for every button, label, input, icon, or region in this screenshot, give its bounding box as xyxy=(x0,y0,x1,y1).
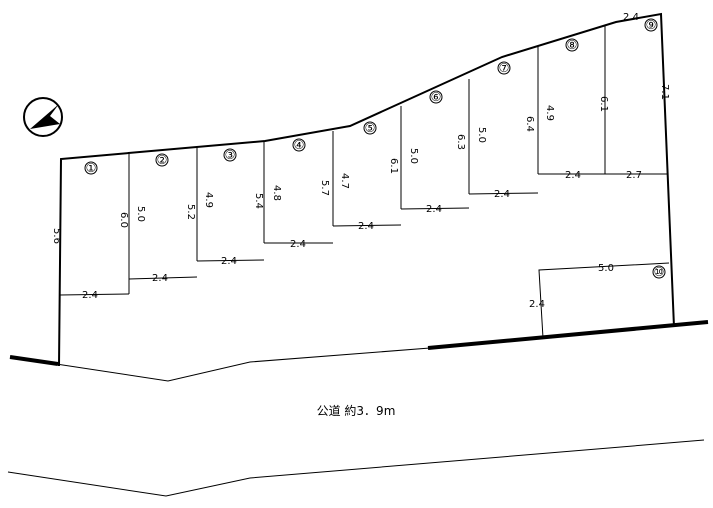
dim-height-8: 4.7 xyxy=(339,173,350,189)
lot-label-2: ② xyxy=(157,153,168,167)
dim-height-4: 4.9 xyxy=(203,192,214,208)
dim-height-13: 6.4 xyxy=(524,116,535,132)
road-label: 公道 約3．9m xyxy=(317,403,396,418)
lot-label-5: ⑤ xyxy=(365,121,376,135)
road-heavy-left xyxy=(9,355,59,366)
dim-width-2: 2.4 xyxy=(152,273,168,284)
lot-back-lines xyxy=(59,173,667,296)
road-heavy-right xyxy=(427,320,709,350)
north-arrow-icon xyxy=(23,97,63,137)
dim-height-14: 4.9 xyxy=(544,105,555,121)
dim-height-3: 5.2 xyxy=(185,204,196,220)
dim-width-8: 2.4 xyxy=(565,170,581,181)
lot-label-8: ⑧ xyxy=(567,38,578,52)
dim-height-1: 6.0 xyxy=(118,212,129,228)
dim-height-6: 4.8 xyxy=(271,185,282,201)
dim-lot12-width: 5.0 xyxy=(598,263,614,274)
dim-width-5: 2.4 xyxy=(358,221,374,232)
dim-height-16: 7.1 xyxy=(659,84,670,100)
lot-label-3: ③ xyxy=(225,148,236,162)
dim-height-15: 6.1 xyxy=(598,96,609,112)
dim-height-11: 6.3 xyxy=(455,134,466,150)
dim-height-2: 5.0 xyxy=(135,206,146,222)
road-edge-bottom xyxy=(7,439,705,497)
lot-dividers xyxy=(128,26,606,294)
dim-width-7: 2.4 xyxy=(494,189,510,200)
lot-label-1: ① xyxy=(86,161,97,175)
lot-label-7: ⑦ xyxy=(499,61,510,75)
dim-width-1: 2.4 xyxy=(82,290,98,301)
dim-left-side: 5.6 xyxy=(51,228,62,244)
dim-width-6: 2.4 xyxy=(426,204,442,215)
lot-label-6: ⑥ xyxy=(431,90,442,104)
lot-label-10: ⑩ xyxy=(654,265,665,279)
lot-width-dimensions: 2.4 2.4 2.4 2.4 2.4 2.4 2.4 2.4 2.7 2.4 xyxy=(82,12,642,301)
dim-height-10: 5.0 xyxy=(408,148,419,164)
dim-height-9: 6.1 xyxy=(388,158,399,174)
dim-height-5: 5.4 xyxy=(253,193,264,209)
dim-height-7: 5.7 xyxy=(319,180,330,196)
lot-12-outline xyxy=(538,262,670,339)
dim-width-9: 2.7 xyxy=(626,170,642,181)
dim-lot12-depth: 2.4 xyxy=(529,299,545,310)
site-boundary xyxy=(58,12,675,367)
dim-width-10: 2.4 xyxy=(623,12,639,23)
lot-height-dimensions: 6.0 5.0 5.2 4.9 5.4 4.8 5.7 4.7 6.1 5.0 … xyxy=(118,84,670,228)
dim-width-3: 2.4 xyxy=(221,256,237,267)
dim-width-4: 2.4 xyxy=(290,239,306,250)
lot-labels: ① ② ③ ④ ⑤ ⑥ ⑦ ⑧ ⑨ ⑩ xyxy=(84,18,666,279)
dim-height-12: 5.0 xyxy=(476,127,487,143)
lot-label-4: ④ xyxy=(294,138,305,152)
lot-label-9: ⑨ xyxy=(646,18,657,32)
